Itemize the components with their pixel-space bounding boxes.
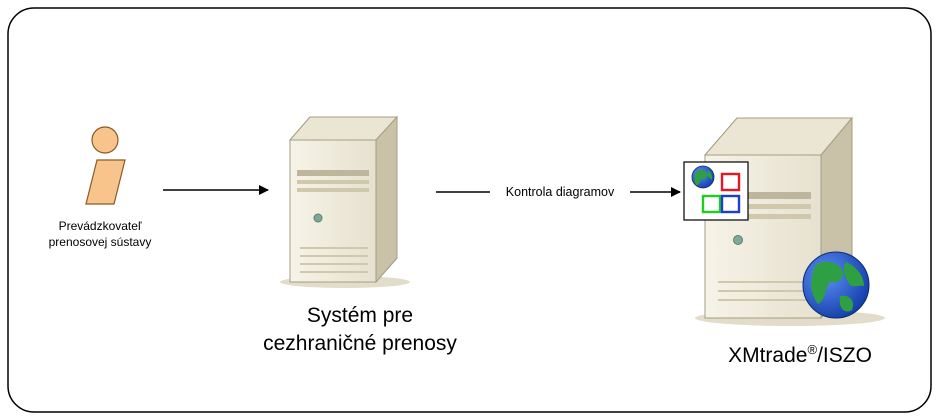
target-system-label: XMtrade®/ISZO [660,336,939,370]
actor-label-line1: Prevádzkovateľ [58,219,142,233]
source-system-label: Systém pre cezhraničné prenosy [210,302,510,358]
diagram-frame [7,7,932,413]
server-globe-icon [695,116,885,326]
connection-label: Kontrola diagramov [505,185,615,199]
source-system-label-line2: cezhraničné prenosy [263,332,457,355]
registered-mark: ® [807,342,818,357]
source-system-label-line1: Systém pre [306,304,414,327]
globe-icon [802,251,870,319]
diagram-badge-icon [683,161,749,221]
actor-label-line2: prenosovej sústavy [48,235,152,249]
target-system-label-main: XMtrade [728,344,808,367]
person-icon [85,126,126,205]
actor-label: Prevádzkovateľ prenosovej sústavy [20,218,180,250]
server-icon [280,115,410,288]
target-system-label-tail: /ISZO [817,344,872,367]
